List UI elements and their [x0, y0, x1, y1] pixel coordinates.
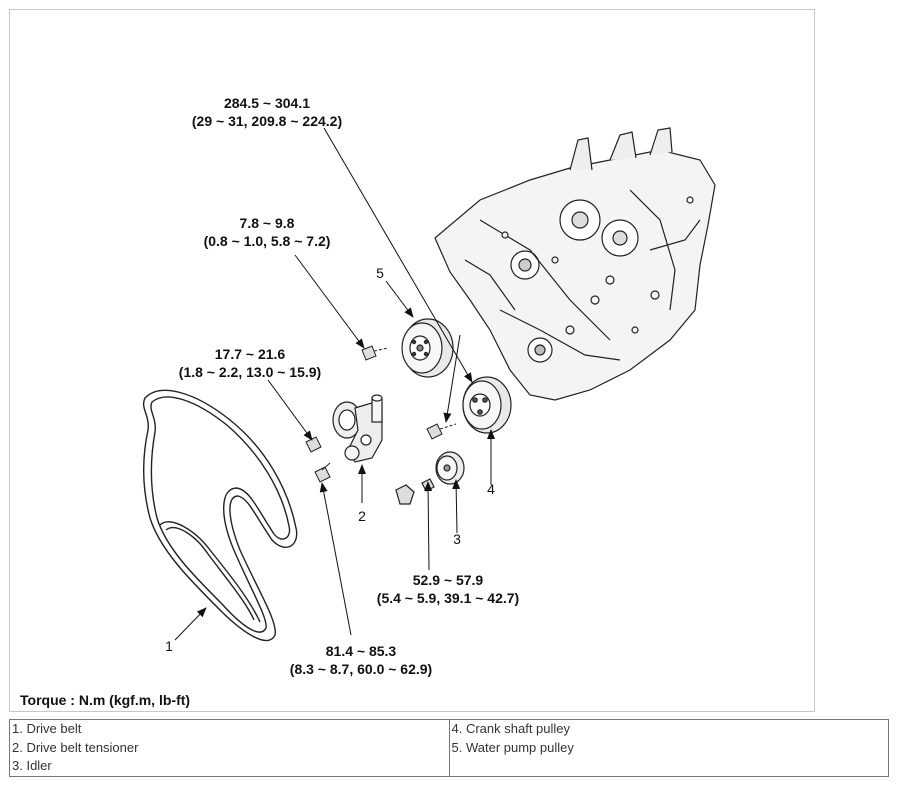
legend-item: 4. Crank shaft pulley [451, 721, 571, 736]
torque-callout-tensioner-bolt: 17.7 ~ 21.6 (1.8 ~ 2.2, 13.0 ~ 15.9) [179, 345, 321, 381]
torque-callout-water-pump-bolt: 7.8 ~ 9.8 (0.8 ~ 1.0, 5.8 ~ 7.2) [204, 214, 331, 250]
torque-range: 284.5 ~ 304.1 [223, 95, 311, 111]
torque-detail: (1.8 ~ 2.2, 13.0 ~ 15.9) [178, 364, 322, 380]
legend-right-column: 4. Crank shaft pulley 5. Water pump pull… [448, 719, 889, 777]
crankshaft-pulley-art [462, 376, 512, 434]
leader-lines [174, 127, 495, 641]
diagram-artwork [142, 127, 716, 642]
torque-callout-crank-bolt: 284.5 ~ 304.1 (29 ~ 31, 209.8 ~ 224.2) [192, 94, 342, 130]
torque-detail: (5.4 ~ 5.9, 39.1 ~ 42.7) [376, 590, 520, 606]
torque-range: 81.4 ~ 85.3 [325, 643, 397, 659]
idler-art [395, 451, 465, 505]
tensioner-bolts [305, 436, 331, 483]
parts-legend-table: 1. Drive belt 2. Drive belt tensioner 3.… [9, 719, 889, 777]
part-number-5: 5 [376, 265, 384, 281]
torque-range: 17.7 ~ 21.6 [214, 346, 286, 362]
torque-detail: (8.3 ~ 8.7, 60.0 ~ 62.9) [289, 661, 433, 677]
part-number-2: 2 [358, 508, 366, 524]
water-pump-pulley-art [401, 318, 454, 378]
torque-range: 7.8 ~ 9.8 [239, 215, 295, 231]
legend-item: 5. Water pump pulley [451, 739, 574, 755]
table-row: 1. Drive belt 2. Drive belt tensioner 3.… [9, 719, 889, 777]
part-number-3: 3 [453, 531, 461, 547]
torque-detail: (29 ~ 31, 209.8 ~ 224.2) [191, 113, 343, 129]
belt-tensioner-art [332, 394, 383, 463]
part-number-1: 1 [165, 638, 173, 654]
exploded-diagram: 284.5 ~ 304.1 (29 ~ 31, 209.8 ~ 224.2) 7… [9, 9, 815, 712]
torque-callout-idler-bolt: 52.9 ~ 57.9 (5.4 ~ 5.9, 39.1 ~ 42.7) [377, 571, 519, 607]
crankshaft-bolt [426, 423, 457, 440]
part-number-4: 4 [487, 481, 495, 497]
engine-block [434, 127, 716, 401]
torque-detail: (0.8 ~ 1.0, 5.8 ~ 7.2) [203, 233, 331, 249]
water-pump-bolt [361, 345, 389, 361]
legend-item: 2. Drive belt tensioner [12, 739, 139, 755]
torque-unit-note: Torque : N.m (kgf.m, lb-ft) [20, 692, 191, 708]
legend-item: 1. Drive belt [12, 721, 82, 736]
drive-belt [142, 389, 298, 642]
legend-left-column: 1. Drive belt 2. Drive belt tensioner 3.… [9, 719, 450, 777]
legend-item: 3. Idler [12, 758, 52, 773]
torque-callout-tensioner-mount-bolt: 81.4 ~ 85.3 (8.3 ~ 8.7, 60.0 ~ 62.9) [290, 642, 432, 678]
torque-range: 52.9 ~ 57.9 [412, 572, 484, 588]
